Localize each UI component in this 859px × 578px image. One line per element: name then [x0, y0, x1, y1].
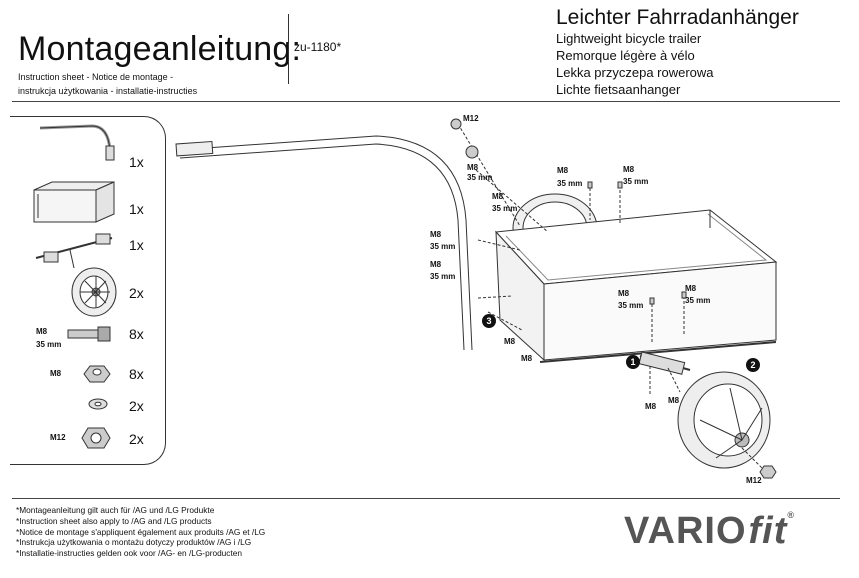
bolt-icon	[67, 326, 111, 342]
label-nut-c: M8	[645, 402, 657, 411]
part-qty-tow-bar: 1x	[129, 154, 144, 170]
label-bolt-a-size: M8	[467, 163, 479, 172]
label-bolt-f-size: M8	[430, 260, 442, 269]
label-nut-a: M8	[504, 337, 516, 346]
part-qty-axle-bracket: 1x	[129, 237, 144, 253]
document-title: Montageanleitung:	[18, 30, 302, 68]
label-bolt-h-size: M8	[685, 284, 697, 293]
logo-registered: ®	[787, 510, 796, 520]
diagram-cargo-box	[494, 209, 778, 363]
label-bolt-c-length: 35 mm	[623, 177, 649, 186]
label-bolt-e-size: M8	[430, 230, 442, 239]
part-qty-washer: 2x	[129, 398, 144, 414]
label-bolt-g-length: 35 mm	[618, 301, 644, 310]
label-m12-top: M12	[463, 114, 479, 123]
label-nut-b: M8	[521, 354, 533, 363]
subtitle-line-1: Instruction sheet - Notice de montage -	[18, 72, 174, 82]
axle-bracket-icon	[35, 233, 113, 269]
product-name-pl: Lekka przyczepa rowerowa	[556, 65, 714, 80]
logo-fit: fit	[748, 510, 788, 552]
nut-size-label: M8	[50, 369, 62, 378]
nut-icon	[83, 365, 111, 383]
product-name-en: Lightweight bicycle trailer	[556, 31, 702, 46]
product-name-fr: Remorque légère à vélo	[556, 48, 695, 63]
label-bolt-b-size: M8	[557, 166, 569, 175]
label-bolt-b-length: 35 mm	[557, 179, 583, 188]
variofit-logo: VARIOfit®	[624, 510, 795, 553]
header-divider	[288, 14, 289, 84]
diagram-hardware	[450, 118, 777, 479]
product-name: Leichter Fahrradanhänger	[556, 6, 799, 29]
assembly-guide-lines	[457, 123, 765, 471]
bolt-length-label: 35 mm	[36, 340, 62, 349]
label-bolt-g-size: M8	[618, 289, 630, 298]
label-bolt-a-length: 35 mm	[467, 173, 493, 182]
bolt-size-label: M8	[36, 327, 48, 336]
product-name-nl: Lichte fietsaanhanger	[556, 82, 681, 97]
label-bolt-h-length: 35 mm	[685, 296, 711, 305]
note-en: *Instruction sheet also apply to /AG and…	[16, 515, 212, 526]
trailer-assembly-diagram	[175, 118, 778, 479]
lock-nut-size-label: M12	[50, 433, 66, 442]
label-bolt-f-length: 35 mm	[430, 272, 456, 281]
part-qty-nut: 8x	[129, 366, 144, 382]
bottom-rule	[12, 498, 840, 499]
note-fr: *Notice de montage s'appliquent égalemen…	[16, 526, 266, 537]
part-qty-lock-nut: 2x	[129, 431, 144, 447]
diagram-tow-bar	[175, 135, 473, 351]
label-bolt-d-length: 35 mm	[492, 204, 518, 213]
part-qty-bolt: 8x	[129, 326, 144, 342]
diagram-front-wheel	[677, 371, 771, 469]
label-nut-d: M8	[668, 396, 680, 405]
note-de: *Montageanleitung gilt auch für /AG und …	[16, 505, 215, 515]
label-m12-bottom: M12	[746, 476, 762, 485]
label-bolt-d-size: M8	[492, 192, 504, 201]
washer-icon	[88, 398, 108, 410]
note-pl: *Instrukcja użytkowania o montażu dotycz…	[16, 537, 252, 548]
product-name-block: Leichter Fahrradanhänger Lightweight bic…	[556, 6, 799, 98]
label-bolt-c-size: M8	[623, 165, 635, 174]
step-marker-3: 3	[482, 314, 496, 328]
step-marker-1: 1	[626, 355, 640, 369]
tow-bar-icon	[39, 124, 115, 161]
parts-list-panel	[10, 116, 166, 465]
label-bolt-e-length: 35 mm	[430, 242, 456, 251]
part-qty-cargo-box: 1x	[129, 201, 144, 217]
note-nl: *Installatie-instructies gelden ook voor…	[16, 548, 242, 559]
model-number: zu-1180*	[294, 40, 342, 54]
top-rule	[12, 101, 840, 102]
step-marker-2: 2	[746, 358, 760, 372]
diagram-axle	[638, 351, 691, 375]
subtitle-line-2: instrukcja użytkowania - installatie-ins…	[18, 86, 198, 96]
logo-brand: VARIO	[624, 510, 747, 552]
lock-nut-icon	[81, 427, 111, 449]
part-qty-wheel: 2x	[129, 285, 144, 301]
wheel-icon	[71, 267, 117, 317]
cargo-box-icon	[33, 181, 115, 223]
footer-notes: *Montageanleitung gilt auch für /AG und …	[16, 505, 265, 559]
